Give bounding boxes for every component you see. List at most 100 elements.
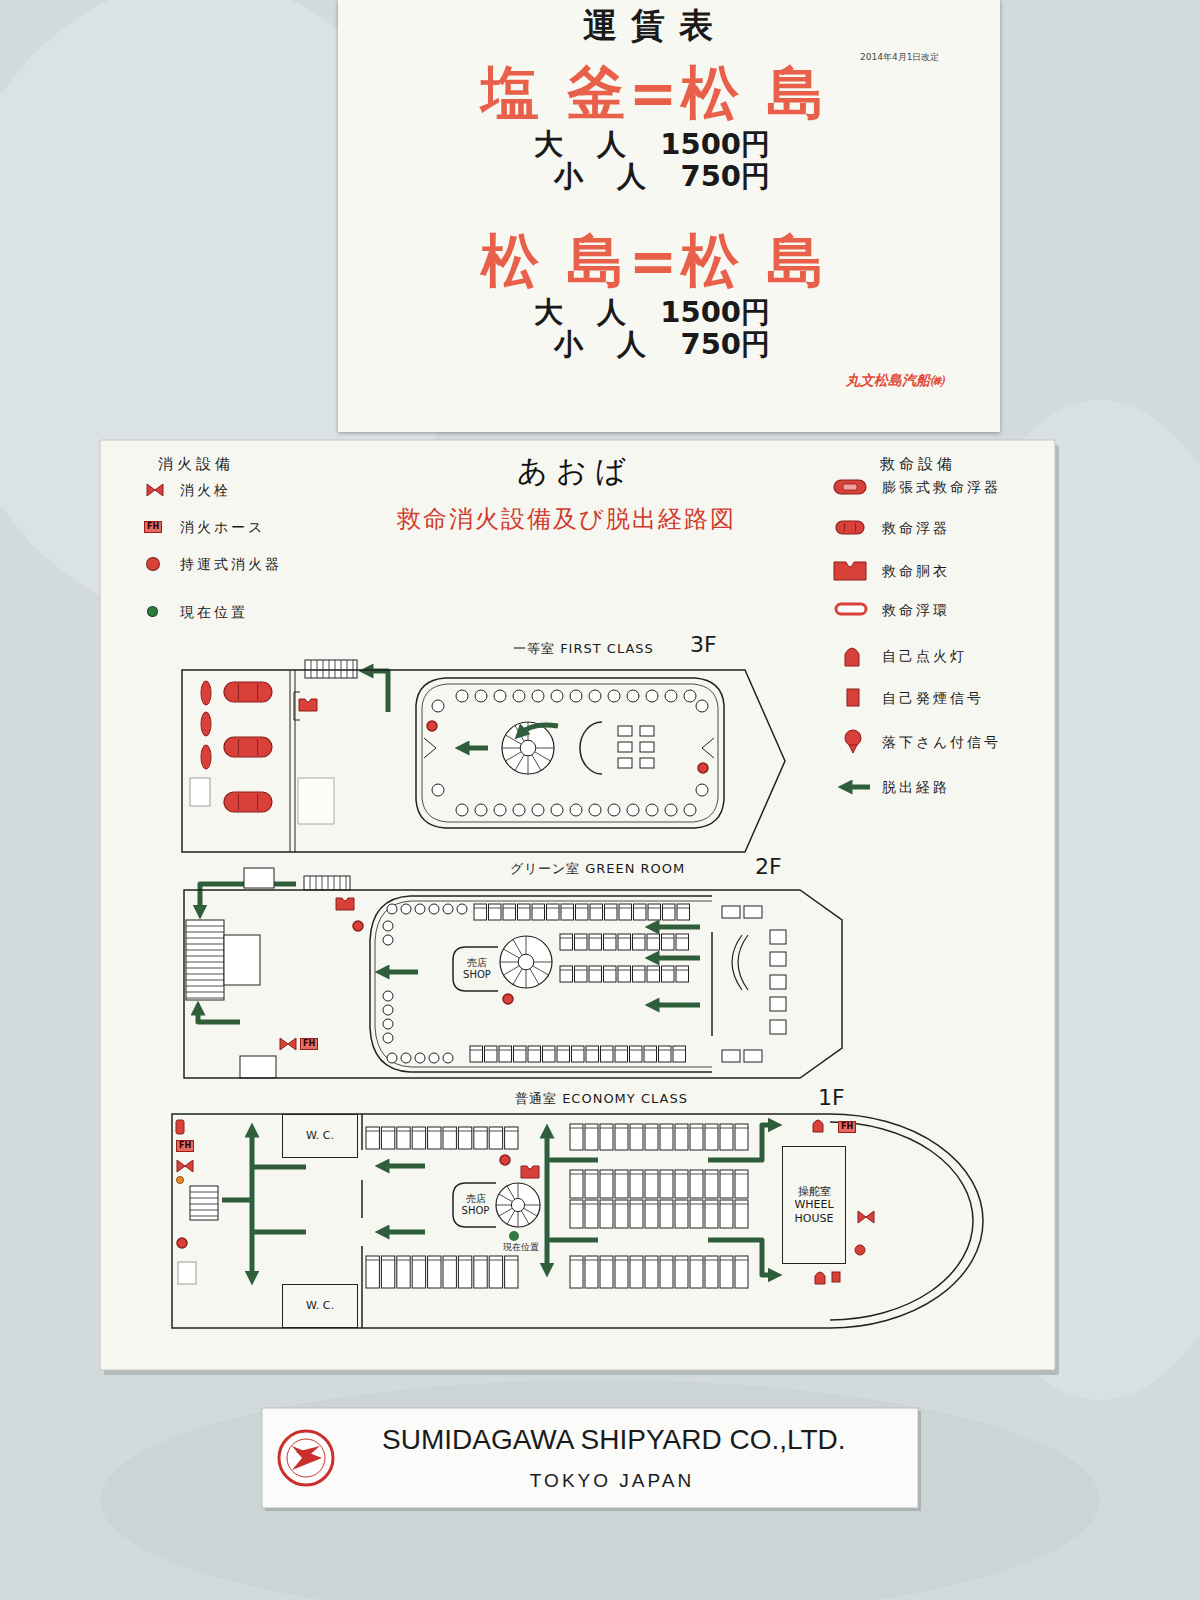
seat-back xyxy=(690,1204,703,1205)
chair xyxy=(532,690,544,702)
seat-back xyxy=(366,1131,379,1132)
seat-back xyxy=(675,1128,688,1129)
seat-back xyxy=(570,1260,583,1261)
logo-mark xyxy=(296,1446,320,1458)
seat-back xyxy=(660,1128,673,1129)
seat-back xyxy=(619,908,632,909)
seat xyxy=(634,904,647,920)
seat-back xyxy=(443,1131,456,1132)
seat xyxy=(543,1046,556,1062)
seat-back xyxy=(474,908,487,909)
table xyxy=(618,758,632,768)
seat xyxy=(644,1046,657,1062)
escape-route xyxy=(252,1165,306,1170)
chair xyxy=(475,690,487,702)
seat xyxy=(412,1256,425,1288)
table xyxy=(618,726,632,736)
seat xyxy=(585,1200,598,1228)
seat xyxy=(589,966,602,982)
chair xyxy=(383,935,393,945)
seat-back xyxy=(675,1174,688,1175)
liferaft-band xyxy=(238,684,257,700)
seat xyxy=(633,966,646,982)
seat-back xyxy=(575,970,588,971)
seat-back xyxy=(615,1128,628,1129)
fare-line: 大 人 1500円 xyxy=(534,128,770,161)
seat xyxy=(630,1046,643,1062)
stair-step xyxy=(513,969,522,985)
outline xyxy=(178,632,790,856)
seat xyxy=(705,1124,718,1150)
seat-back xyxy=(662,970,675,971)
chair xyxy=(646,690,658,702)
seat-back xyxy=(474,1260,487,1261)
seat xyxy=(615,1170,628,1198)
lounge-table xyxy=(744,906,762,918)
deck-number: 2F xyxy=(755,854,782,879)
seat xyxy=(605,904,618,920)
seat xyxy=(675,1124,688,1150)
seat-back xyxy=(458,1260,471,1261)
seat xyxy=(676,934,689,950)
spiral-stair xyxy=(500,936,552,988)
plate-ground xyxy=(262,1408,918,1508)
logo-ring-inner xyxy=(287,1439,325,1477)
route-name: 塩 釜=松 島 xyxy=(481,60,830,127)
seat-back xyxy=(633,970,646,971)
room-label: 売店 SHOP xyxy=(457,1193,494,1217)
chair xyxy=(589,690,601,702)
table xyxy=(618,742,632,752)
seat xyxy=(630,1170,643,1198)
stair-step xyxy=(310,876,346,890)
seat-back xyxy=(605,908,618,909)
armchair xyxy=(770,1020,786,1034)
armchair xyxy=(770,997,786,1011)
seat xyxy=(514,1046,527,1062)
chair xyxy=(443,904,453,914)
stair-step xyxy=(499,1208,512,1216)
legend-swatch xyxy=(146,557,160,571)
escape-arrow xyxy=(382,1230,425,1235)
seat-back xyxy=(618,970,631,971)
escape-arrow xyxy=(462,746,488,751)
seat-back xyxy=(604,970,617,971)
seat xyxy=(518,904,531,920)
seat xyxy=(528,1046,541,1062)
seat-back xyxy=(505,1131,518,1132)
seat-back xyxy=(647,938,660,939)
seat-back xyxy=(720,1260,733,1261)
seat-back xyxy=(560,970,573,971)
seat-back xyxy=(489,1131,502,1132)
extinguisher-symbol xyxy=(503,994,513,1004)
bracket xyxy=(294,692,300,720)
stair-step xyxy=(524,1208,537,1216)
deck-plan: 普通室 ECONOMY CLASS1FW. C.W. C.売店 SHOP操舵室 … xyxy=(168,1082,993,1332)
seat-back xyxy=(660,1174,673,1175)
saloon-wall xyxy=(422,684,718,822)
seat-back xyxy=(645,1174,658,1175)
self-igniting-light-symbol xyxy=(815,1272,825,1284)
seat-back xyxy=(518,908,531,909)
seat xyxy=(458,1256,471,1288)
hydrant-symbol xyxy=(280,1038,296,1050)
seat xyxy=(618,966,631,982)
seat xyxy=(458,1127,471,1149)
seat-back xyxy=(615,1174,628,1175)
hydrant-symbol xyxy=(147,484,163,496)
chair xyxy=(589,804,601,816)
stair-step xyxy=(513,939,522,955)
chair xyxy=(551,804,563,816)
chair xyxy=(627,690,639,702)
deck-name: グリーン室 GREEN ROOM xyxy=(510,862,685,877)
seat-back xyxy=(735,1204,748,1205)
position-label: 現在位置 xyxy=(502,1243,540,1253)
stair-step xyxy=(530,969,539,985)
escape-route xyxy=(547,1238,598,1243)
seat xyxy=(663,904,676,920)
self-igniting-light-symbol xyxy=(845,648,859,666)
smoke-signal-symbol xyxy=(847,689,859,706)
chair xyxy=(532,804,544,816)
outline xyxy=(180,852,848,1084)
stair-step xyxy=(507,1211,515,1224)
chair xyxy=(696,700,708,712)
